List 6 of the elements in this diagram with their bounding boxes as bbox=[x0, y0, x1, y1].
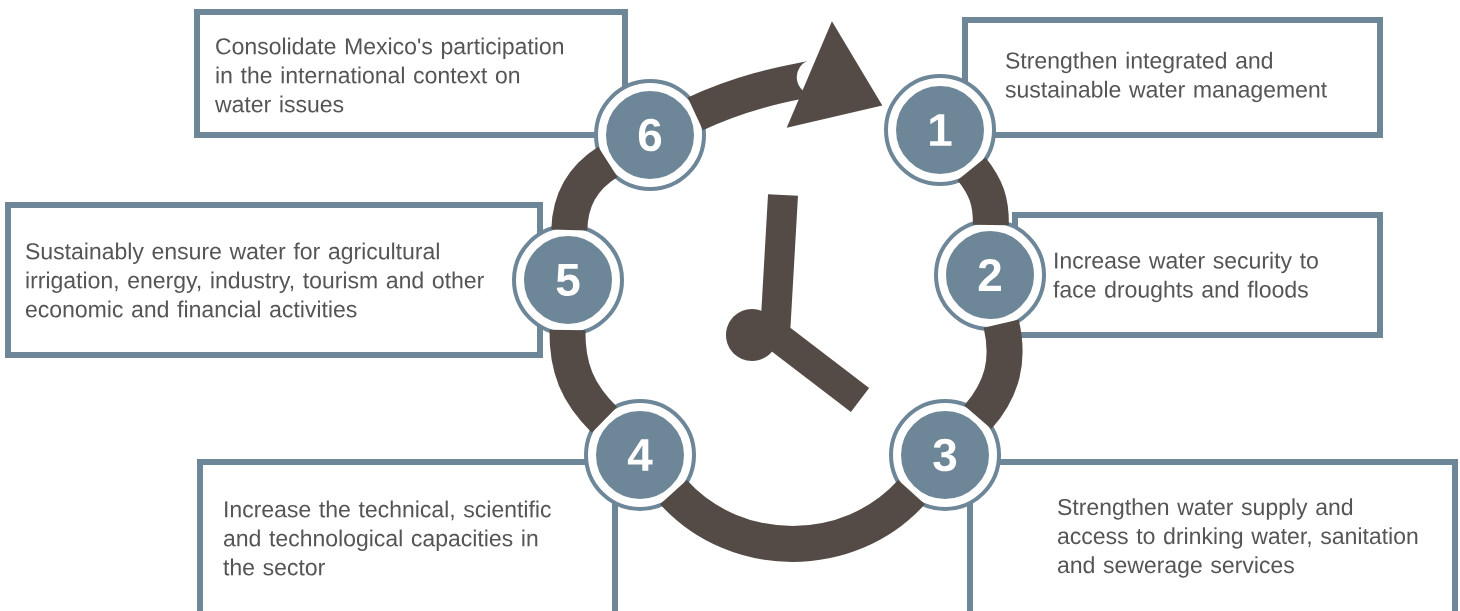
callout-box: Strengthen water supply and access to drinking water, sanitation and sewerage services bbox=[967, 459, 1458, 611]
callout-box: Consolidate Mexico's participation in the international context on water issues bbox=[194, 9, 628, 138]
callout-box: Increase the technical, scientific and technological capacities in the sector bbox=[197, 459, 618, 611]
callout-box: Sustainably ensure water for agricultural irrigation, energy, industry, tourism and other economic and financial activities bbox=[5, 202, 543, 358]
callout-box: Strengthen integrated and sustainable water management bbox=[962, 17, 1383, 138]
callout-box: Increase water security to face droughts and floods bbox=[1012, 212, 1383, 338]
